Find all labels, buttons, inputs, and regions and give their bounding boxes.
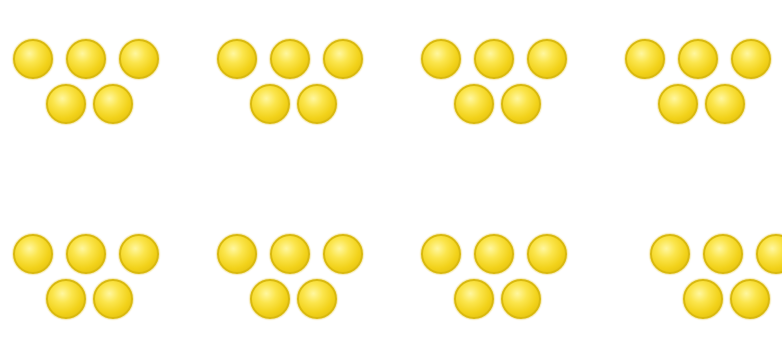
- yellow-counter: [270, 234, 310, 274]
- counter-group: [13, 39, 173, 134]
- yellow-counter: [421, 234, 461, 274]
- yellow-counter: [658, 84, 698, 124]
- yellow-counter: [527, 234, 567, 274]
- yellow-counter: [270, 39, 310, 79]
- yellow-counter: [297, 84, 337, 124]
- yellow-counter: [650, 234, 690, 274]
- yellow-counter: [421, 39, 461, 79]
- yellow-counter: [93, 279, 133, 319]
- yellow-counter: [501, 84, 541, 124]
- yellow-counter: [625, 39, 665, 79]
- yellow-counter: [297, 279, 337, 319]
- yellow-counter: [756, 234, 782, 274]
- counter-group: [650, 234, 782, 329]
- yellow-counter: [66, 39, 106, 79]
- counter-group: [421, 39, 581, 134]
- yellow-counter: [454, 84, 494, 124]
- yellow-counter: [46, 84, 86, 124]
- yellow-counter: [678, 39, 718, 79]
- yellow-counter: [93, 84, 133, 124]
- yellow-counter: [527, 39, 567, 79]
- counter-group: [217, 234, 377, 329]
- counter-group: [217, 39, 377, 134]
- yellow-counter: [474, 39, 514, 79]
- yellow-counter: [119, 39, 159, 79]
- counter-group: [625, 39, 782, 134]
- yellow-counter: [323, 39, 363, 79]
- yellow-counter: [250, 279, 290, 319]
- yellow-counter: [217, 234, 257, 274]
- counter-group: [421, 234, 581, 329]
- counter-group: [13, 234, 173, 329]
- yellow-counter: [66, 234, 106, 274]
- yellow-counter: [731, 39, 771, 79]
- yellow-counter: [13, 234, 53, 274]
- yellow-counter: [13, 39, 53, 79]
- yellow-counter: [474, 234, 514, 274]
- yellow-counter: [683, 279, 723, 319]
- yellow-counter: [119, 234, 159, 274]
- yellow-counter: [501, 279, 541, 319]
- yellow-counter: [46, 279, 86, 319]
- yellow-counter: [217, 39, 257, 79]
- yellow-counter: [703, 234, 743, 274]
- yellow-counter: [323, 234, 363, 274]
- yellow-counter: [705, 84, 745, 124]
- yellow-counter: [730, 279, 770, 319]
- yellow-counter: [250, 84, 290, 124]
- yellow-counter: [454, 279, 494, 319]
